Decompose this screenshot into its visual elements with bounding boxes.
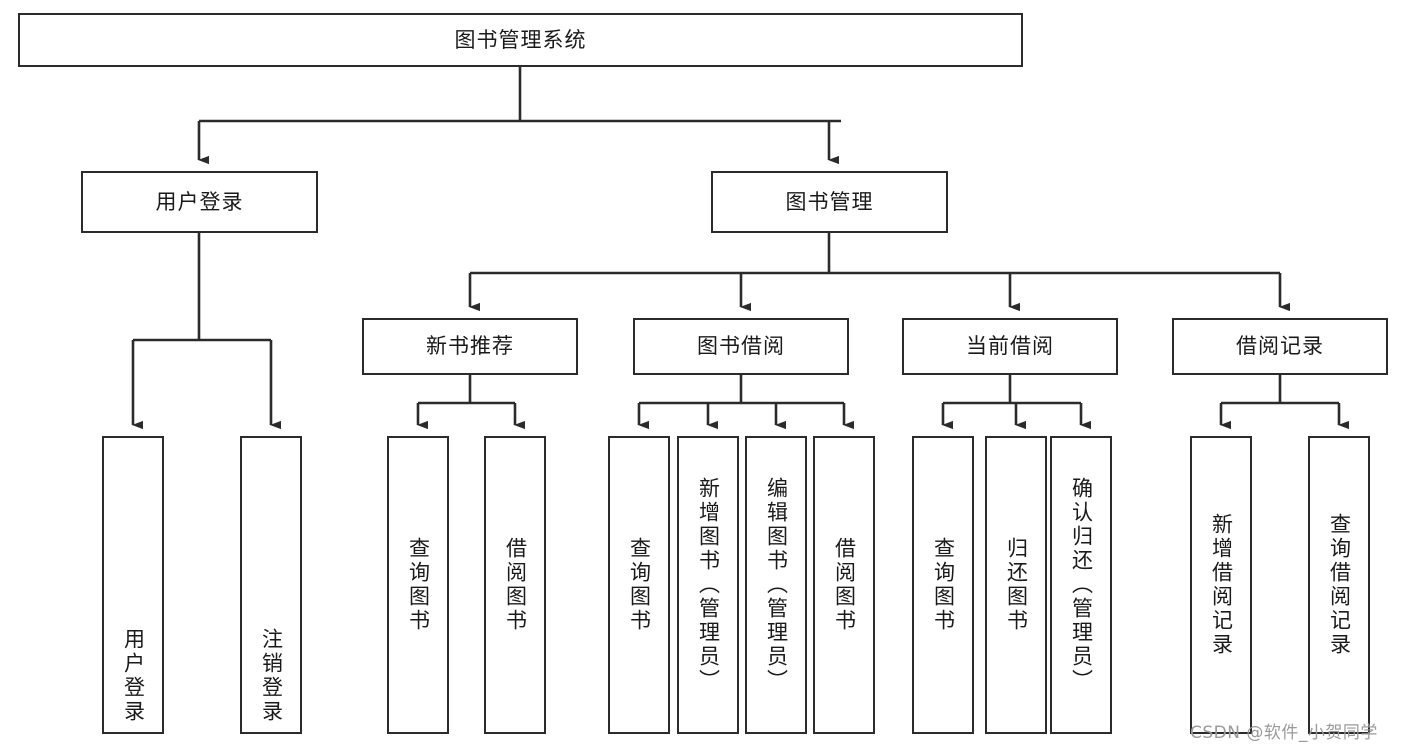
node-leaf-confirm-return[interactable]: 确认归还（管理员） <box>1050 436 1112 734</box>
node-user-login[interactable]: 用户登录 <box>81 171 318 233</box>
node-leaf-user-login-label: 用户登录 <box>121 628 146 724</box>
node-loan-record-label: 借阅记录 <box>1236 334 1324 359</box>
node-leaf-borrow-book-2-label: 借阅图书 <box>832 537 857 633</box>
node-new-book-rec[interactable]: 新书推荐 <box>362 318 578 375</box>
node-leaf-edit-book[interactable]: 编辑图书（管理员） <box>745 436 807 734</box>
node-leaf-query-book-2-label: 查询图书 <box>627 537 652 633</box>
node-new-book-rec-label: 新书推荐 <box>426 334 514 359</box>
node-root-label: 图书管理系统 <box>454 27 587 52</box>
watermark: CSDN @软件_小贺同学 <box>1190 723 1378 743</box>
node-leaf-add-record-label: 新增借阅记录 <box>1209 513 1234 657</box>
node-leaf-borrow-book-1[interactable]: 借阅图书 <box>484 436 546 734</box>
node-root[interactable]: 图书管理系统 <box>18 13 1023 67</box>
node-leaf-query-book-2[interactable]: 查询图书 <box>608 436 670 734</box>
node-leaf-borrow-book-2[interactable]: 借阅图书 <box>813 436 875 734</box>
node-leaf-query-book-1[interactable]: 查询图书 <box>387 436 449 734</box>
node-leaf-borrow-book-1-label: 借阅图书 <box>503 537 528 633</box>
node-leaf-query-book-3[interactable]: 查询图书 <box>912 436 974 734</box>
node-leaf-user-logout[interactable]: 注销登录 <box>240 436 302 734</box>
node-leaf-confirm-return-label: 确认归还（管理员） <box>1069 477 1094 693</box>
node-current-loan[interactable]: 当前借阅 <box>902 318 1118 375</box>
node-leaf-query-record[interactable]: 查询借阅记录 <box>1308 436 1370 734</box>
node-book-mgmt-label: 图书管理 <box>785 189 874 214</box>
node-book-mgmt[interactable]: 图书管理 <box>711 171 948 233</box>
node-leaf-query-book-1-label: 查询图书 <box>406 537 431 633</box>
node-leaf-edit-book-label: 编辑图书（管理员） <box>764 477 789 693</box>
node-leaf-return-book[interactable]: 归还图书 <box>985 436 1047 734</box>
node-book-borrow-label: 图书借阅 <box>697 334 785 359</box>
node-leaf-query-book-3-label: 查询图书 <box>931 537 956 633</box>
node-leaf-query-record-label: 查询借阅记录 <box>1327 513 1352 657</box>
node-leaf-user-logout-label: 注销登录 <box>259 628 284 724</box>
node-loan-record[interactable]: 借阅记录 <box>1172 318 1388 375</box>
node-leaf-add-book[interactable]: 新增图书（管理员） <box>677 436 739 734</box>
node-leaf-add-record[interactable]: 新增借阅记录 <box>1190 436 1252 734</box>
node-user-login-label: 用户登录 <box>155 189 244 214</box>
node-current-loan-label: 当前借阅 <box>966 334 1054 359</box>
node-leaf-user-login[interactable]: 用户登录 <box>102 436 164 734</box>
node-book-borrow[interactable]: 图书借阅 <box>633 318 849 375</box>
node-leaf-add-book-label: 新增图书（管理员） <box>696 477 721 693</box>
node-leaf-return-book-label: 归还图书 <box>1004 537 1029 633</box>
